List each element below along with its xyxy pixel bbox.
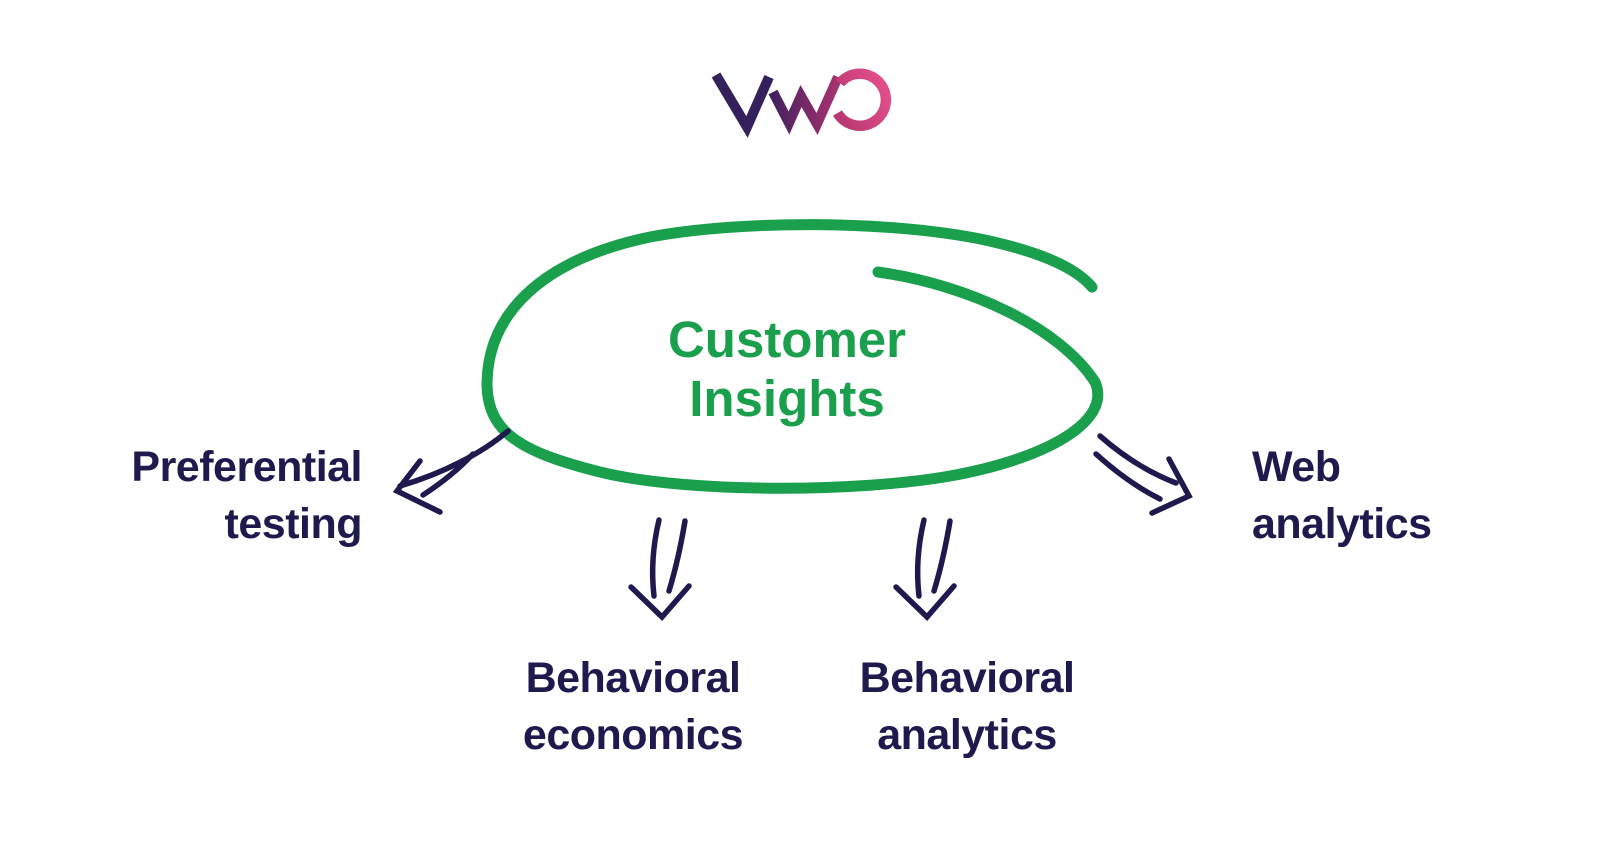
node-label-behavioral-economics: Behavioral economics [522,654,744,759]
node-label-web-analytics: Web analytics [1252,443,1432,548]
logo-letter-v-icon [711,72,774,138]
arrow-to-preferential-testing [392,428,511,515]
center-circle-stroke [481,219,1104,494]
arrow-stroke [931,518,953,594]
arrow-to-behavioral-analytics [893,517,957,621]
arrow-stroke [666,518,688,594]
arrow-head [628,583,692,621]
arrow-stroke [397,428,511,489]
logo-letter-w-icon [768,74,843,136]
arrow-stroke [649,517,662,599]
arrow-stroke [420,451,476,498]
vwo-logo [711,68,892,138]
arrow-head [1149,456,1193,516]
arrow-to-web-analytics [1093,433,1193,516]
arrow-stroke [1093,451,1163,502]
arrow-head [392,458,443,515]
logo-letter-o-icon [832,68,892,131]
node-label-preferential-testing: Preferential testing [131,443,362,548]
arrow-head [893,583,957,621]
center-node-label: Customer Insights [667,311,907,427]
arrow-stroke [914,517,927,599]
node-label-behavioral-analytics: Behavioral analytics [859,654,1075,759]
arrow-stroke [1097,433,1179,486]
arrow-to-behavioral-economics [628,517,692,621]
